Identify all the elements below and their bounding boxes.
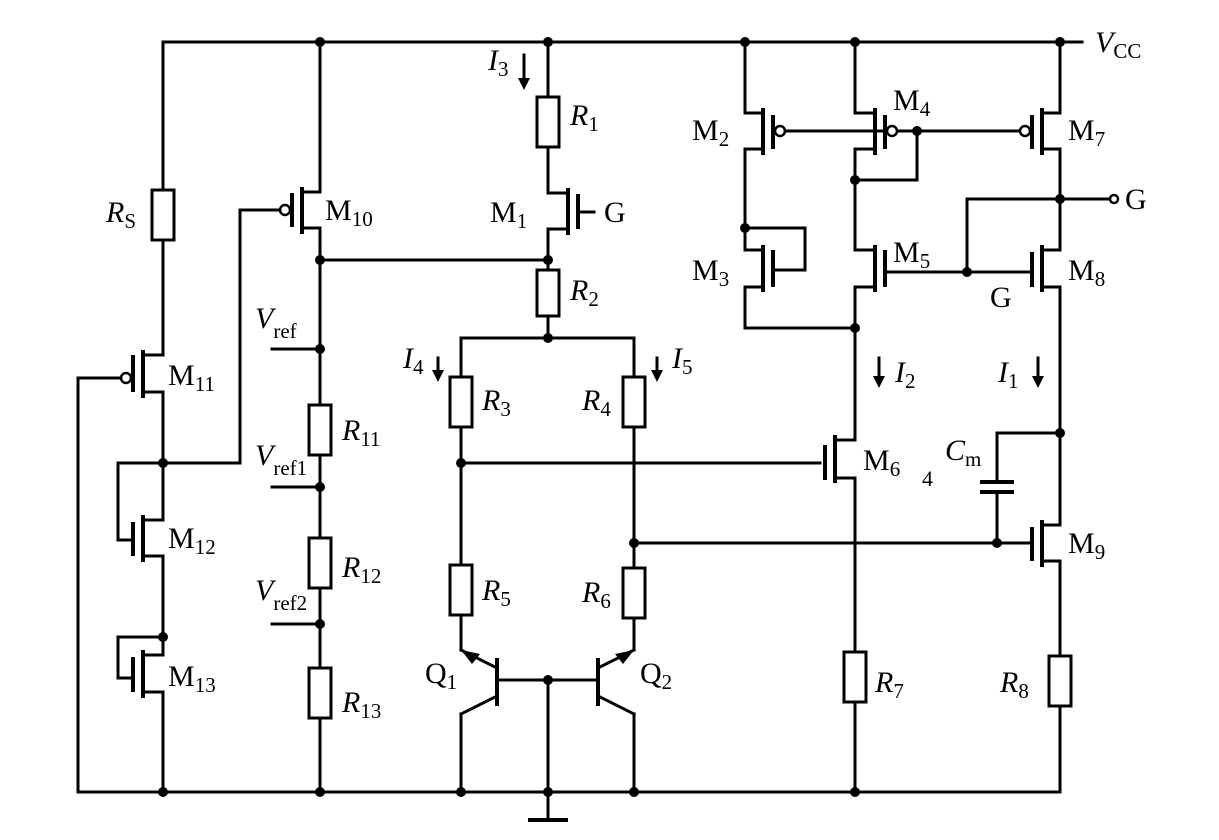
label-vref2: Vref2 [255,574,307,615]
label-m13: M13 [168,660,216,697]
arrow-i5 [651,356,663,382]
arrow-i2 [873,356,885,388]
label-i4: I4 [402,342,424,379]
label-r8: R8 [999,666,1029,703]
label-r1: R1 [569,99,599,136]
label-r3: R3 [481,384,511,421]
label-m8: M8 [1068,254,1105,291]
label-m1: M1 [490,196,527,233]
label-m2: M2 [692,114,729,151]
label-i2: I2 [894,356,916,393]
arrow-i4 [432,356,444,382]
label-m12: M12 [168,522,216,559]
resistor-r13 [307,666,333,720]
label-vcc: VCC [1095,26,1141,63]
resistor-r6 [621,566,647,620]
label-i3: I3 [487,44,509,81]
label-r2: R2 [569,274,599,311]
transistor-m7 [1018,108,1062,155]
resistor-r11 [307,403,333,457]
transistor-m13 [116,635,165,698]
resistor-r12 [307,536,333,590]
transistor-m4 [853,108,919,182]
reference-ladder [238,37,550,797]
label-m6-extra: 4 [922,466,933,491]
resistor-r4 [621,375,647,429]
transistor-m3 [743,226,807,292]
transistor-m10 [238,187,322,465]
resistor-rs [150,188,176,242]
label-i1: I1 [997,356,1019,393]
transistor-m1 [546,188,596,235]
label-q1: Q1 [425,657,457,694]
left-column [76,40,242,797]
label-r13: R13 [341,686,381,723]
transistor-q2 [595,647,637,794]
label-g-m1: G [604,196,626,229]
label-m3: M3 [692,254,729,291]
transistor-q1 [458,647,500,794]
arrow-i1 [1032,356,1044,388]
label-cm: Cm [945,434,981,471]
transistor-m9 [1023,520,1062,567]
right-block [740,37,1120,797]
label-m4: M4 [893,84,931,121]
label-m6: M6 [863,444,900,481]
label-g-out: G [1125,183,1147,216]
resistor-r2 [535,268,561,318]
label-rs: RS [105,196,136,233]
label-vref: Vref [255,302,297,343]
resistor-r1 [535,95,561,149]
resistor-r5 [448,563,474,617]
label-m11: M11 [168,359,215,396]
transistor-m8 [1023,245,1062,292]
label-r4: R4 [581,384,611,421]
transistor-m5 [853,245,1027,292]
label-g-m8: G [990,281,1012,314]
transistor-m11 [76,350,165,398]
resistor-r7 [842,650,868,704]
ground-rail [76,790,1062,822]
transistor-m2 [743,108,787,155]
transistor-m12 [116,461,165,562]
label-vref1: Vref1 [255,439,307,480]
capacitor-cm [980,431,1062,545]
label-r6: R6 [581,576,611,613]
transistor-m6 [823,435,857,483]
label-i5: I5 [671,342,693,379]
label-m5: M5 [893,236,930,273]
current-arrows [432,53,1044,388]
label-m9: M9 [1068,527,1105,564]
label-q2: Q2 [640,657,672,694]
resistor-r8 [1047,654,1073,708]
label-m7: M7 [1068,114,1105,151]
center-branch [448,37,1027,797]
label-r5: R5 [481,574,511,611]
arrow-i3 [518,53,530,90]
label-m10: M10 [325,194,373,231]
label-r12: R12 [341,551,381,588]
label-r7: R7 [874,666,904,703]
resistor-r3 [448,375,474,429]
label-r11: R11 [341,414,381,451]
labels: VCC RS M10 M11 M12 M13 Vref Vref1 Vref2 … [105,26,1147,723]
